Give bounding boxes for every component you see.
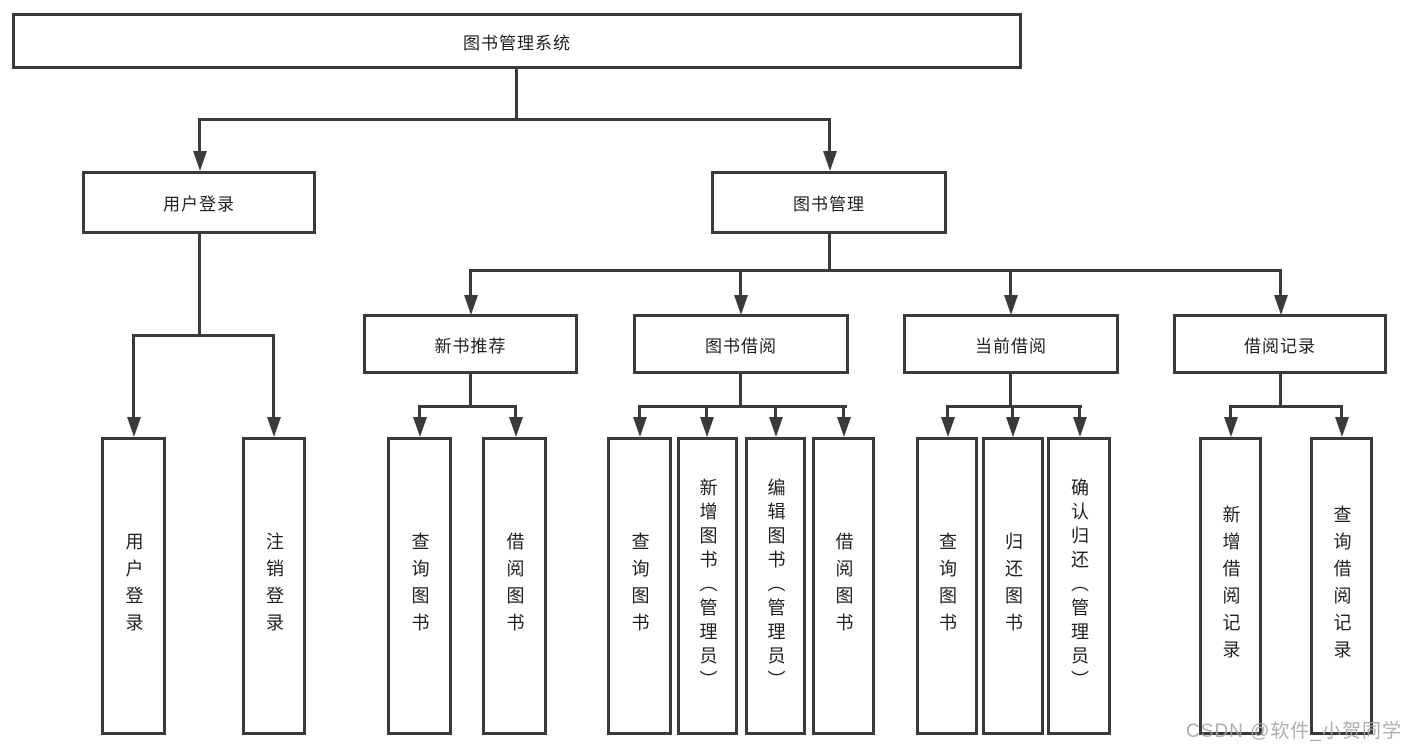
connector-stem-rec-borrow <box>514 405 517 419</box>
csdn-watermark: CSDN @软件_小贺同学 <box>1186 721 1402 742</box>
connector-user-login-trunk <box>198 234 201 337</box>
connector-stem-bor-edit <box>774 405 777 419</box>
node-book-borrow: 图书借阅 <box>633 314 849 374</box>
leaf-bor-add-book: 新增图书（管理员） <box>677 437 738 735</box>
leaf-log-query-record-label: 查询借阅记录 <box>1331 505 1352 667</box>
leaf-log-add-record: 新增借阅记录 <box>1199 437 1262 735</box>
connector-stem-leaf-user-login <box>132 334 135 418</box>
node-borrow-record-label: 借阅记录 <box>1244 336 1316 356</box>
leaf-cur-query-book: 查询图书 <box>916 437 978 735</box>
leaf-cur-confirm-return: 确认归还（管理员） <box>1047 437 1111 735</box>
node-book-borrow-label: 图书借阅 <box>705 336 777 356</box>
arrowhead-user-login <box>193 151 207 171</box>
arrowhead-bor-edit <box>769 417 783 437</box>
connector-stem-cur-confirm <box>1078 405 1081 419</box>
connector-stem-log-add <box>1229 405 1232 419</box>
connector-stem-leaf-logout <box>272 334 275 418</box>
leaf-bor-edit-book: 编辑图书（管理员） <box>745 437 806 735</box>
connector-stem-log-query <box>1340 405 1343 419</box>
leaf-rec-borrow-book: 借阅图书 <box>482 437 547 735</box>
node-book-mgmt: 图书管理 <box>711 171 947 234</box>
arrowhead-book-mgmt <box>823 151 837 171</box>
leaf-user-login-label: 用户登录 <box>123 532 144 640</box>
node-root: 图书管理系统 <box>12 13 1022 69</box>
node-current-borrow-label: 当前借阅 <box>975 336 1047 356</box>
arrowhead-rec-borrow <box>509 417 523 437</box>
leaf-cur-return-book-label: 归还图书 <box>1003 532 1023 640</box>
connector-stem-bor-add <box>705 405 708 419</box>
arrowhead-bor-add <box>700 417 714 437</box>
leaf-logout: 注销登录 <box>242 437 306 735</box>
connector-current-borrow-split <box>946 405 1082 408</box>
connector-borrow-record-split <box>1229 405 1343 408</box>
connector-new-book-rec-split <box>418 405 517 408</box>
arrowhead-borrow-record <box>1274 295 1288 315</box>
connector-root-split <box>198 118 831 121</box>
node-new-book-rec: 新书推荐 <box>363 314 578 374</box>
connector-book-mgmt-trunk <box>828 234 831 272</box>
arrowhead-leaf-logout <box>267 417 281 437</box>
connector-stem-rec-query <box>418 405 421 419</box>
connector-stem-cur-return <box>1011 405 1014 419</box>
connector-stem-current-borrow <box>1009 269 1012 297</box>
node-borrow-record: 借阅记录 <box>1173 314 1387 374</box>
leaf-rec-query-book-label: 查询图书 <box>409 532 430 640</box>
node-user-login-label: 用户登录 <box>163 195 235 214</box>
leaf-rec-query-book: 查询图书 <box>387 437 452 735</box>
connector-stem-book-borrow <box>739 269 742 297</box>
connector-book-mgmt-split <box>469 269 1282 272</box>
arrowhead-book-borrow <box>734 295 748 315</box>
arrowhead-bor-borrow <box>837 417 851 437</box>
leaf-cur-return-book: 归还图书 <box>982 437 1044 735</box>
leaf-bor-query-book: 查询图书 <box>607 437 672 735</box>
leaf-log-query-record: 查询借阅记录 <box>1310 437 1373 735</box>
connector-new-book-rec-trunk <box>469 374 472 408</box>
connector-stem-cur-query <box>946 405 949 419</box>
leaf-bor-add-book-label: 新增图书（管理员） <box>697 478 718 694</box>
node-root-label: 图书管理系统 <box>463 33 571 53</box>
leaf-bor-borrow-book: 借阅图书 <box>812 437 875 735</box>
arrowhead-cur-return <box>1006 417 1020 437</box>
connector-current-borrow-trunk <box>1009 374 1012 408</box>
arrowhead-cur-query <box>941 417 955 437</box>
connector-stem-bor-borrow <box>842 405 845 419</box>
connector-borrow-record-trunk <box>1279 374 1282 408</box>
arrowhead-current-borrow <box>1004 295 1018 315</box>
connector-root-trunk <box>515 68 518 120</box>
leaf-cur-confirm-return-label: 确认归还（管理员） <box>1069 478 1089 694</box>
connector-stem-borrow-record <box>1279 269 1282 297</box>
arrowhead-new-book-rec <box>464 295 478 315</box>
connector-book-borrow-split <box>638 405 847 408</box>
connector-stem-user-login <box>198 118 201 153</box>
leaf-rec-borrow-book-label: 借阅图书 <box>504 532 525 640</box>
arrowhead-bor-query <box>633 417 647 437</box>
connector-stem-new-book-rec <box>469 269 472 297</box>
node-new-book-rec-label: 新书推荐 <box>434 336 507 356</box>
leaf-cur-query-book-label: 查询图书 <box>937 532 957 640</box>
leaf-logout-label: 注销登录 <box>264 532 284 640</box>
connector-stem-book-mgmt <box>828 118 831 153</box>
arrowhead-leaf-user-login <box>127 417 141 437</box>
node-user-login: 用户登录 <box>82 171 316 234</box>
leaf-bor-edit-book-label: 编辑图书（管理员） <box>765 478 786 694</box>
connector-user-login-split <box>132 334 275 337</box>
leaf-bor-query-book-label: 查询图书 <box>629 532 650 640</box>
connector-stem-bor-query <box>638 405 641 419</box>
leaf-log-add-record-label: 新增借阅记录 <box>1220 505 1241 667</box>
node-book-mgmt-label: 图书管理 <box>793 195 865 214</box>
arrowhead-log-add <box>1224 417 1238 437</box>
connector-book-borrow-trunk <box>739 374 742 408</box>
arrowhead-rec-query <box>413 417 427 437</box>
arrowhead-log-query <box>1335 417 1349 437</box>
arrowhead-cur-confirm <box>1073 417 1087 437</box>
leaf-bor-borrow-book-label: 借阅图书 <box>833 532 854 640</box>
node-current-borrow: 当前借阅 <box>903 314 1119 374</box>
leaf-user-login: 用户登录 <box>101 437 166 735</box>
